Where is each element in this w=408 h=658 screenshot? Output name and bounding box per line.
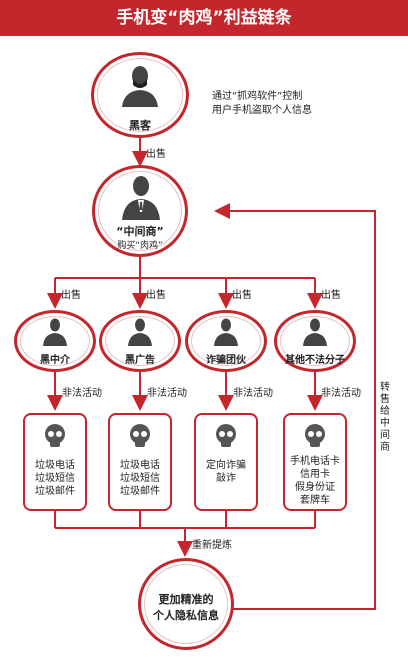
branch-label-4: 其他不法分子 (285, 355, 345, 366)
person-icon (214, 318, 238, 346)
person-icon (128, 318, 152, 346)
item-1-1: 垃圾电话 (35, 460, 75, 471)
item-4-2: 信用卡 (300, 469, 330, 480)
sell-label-3: 出售 (232, 290, 252, 301)
sell-label-top: 出售 (146, 149, 166, 160)
refine-label: 重新提炼 (192, 540, 232, 551)
middleman-sublabel: 购买“肉鸡” (117, 241, 163, 251)
arrow-resell-loop (214, 203, 376, 610)
person-icon (303, 318, 327, 346)
action-label-1: 非法活动 (62, 388, 102, 399)
hacker-label: 黑客 (129, 119, 151, 132)
sell-label-2: 出售 (146, 290, 166, 301)
middleman-label: “中间商” (116, 225, 164, 238)
result-line1: 更加精准的 (158, 593, 214, 606)
middleman-person-icon (122, 176, 160, 220)
result-line2: 个人隐私信息 (153, 609, 219, 622)
activity-box-4: 手机电话卡 信用卡 假身份证 套牌车 (283, 413, 347, 511)
hacker-note-line1: 通过“抓鸡软件”控制 (212, 91, 303, 102)
item-2-3: 垃圾邮件 (120, 486, 160, 497)
skull-icon (216, 424, 236, 447)
skull-icon (305, 424, 325, 447)
result-node: 更加精准的 个人隐私信息 (138, 558, 234, 650)
activity-box-2: 垃圾电话 垃圾短信 垃圾邮件 (108, 413, 172, 511)
activity-box-1: 垃圾电话 垃圾短信 垃圾邮件 (23, 413, 87, 511)
sell-label-1: 出售 (61, 290, 81, 301)
skull-icon (45, 424, 65, 447)
item-4-4: 套牌车 (300, 495, 330, 506)
branch-node-2: 黑广告 (99, 310, 181, 372)
item-4-1: 手机电话卡 (290, 456, 340, 467)
skull-icon (130, 424, 150, 447)
sell-label-4: 出售 (321, 290, 341, 301)
branch-label-2: 黑广告 (125, 355, 155, 366)
item-1-2: 垃圾短信 (35, 473, 75, 484)
action-label-4: 非法活动 (321, 388, 361, 399)
hacker-person-icon (122, 66, 158, 107)
branch-node-1: 黑中介 (14, 310, 96, 372)
branch-label-3: 诈骗团伙 (206, 355, 246, 366)
person-icon (43, 318, 67, 346)
action-label-3: 非法活动 (233, 388, 273, 399)
action-label-2: 非法活动 (147, 388, 187, 399)
item-1-3: 垃圾邮件 (35, 486, 75, 497)
item-4-3: 假身份证 (295, 482, 335, 493)
hacker-note-line2: 用户手机盗取个人信息 (212, 105, 312, 116)
middleman-node: “中间商” 购买“肉鸡” (92, 165, 188, 257)
branch-node-3: 诈骗团伙 (185, 310, 267, 372)
item-3-1: 定向诈骗 (206, 460, 246, 471)
item-2-2: 垃圾短信 (120, 473, 160, 484)
page-title: 手机变“肉鸡”利益链条 (0, 0, 408, 36)
item-3-2: 敲诈 (216, 473, 236, 484)
item-2-1: 垃圾电话 (120, 460, 160, 471)
hacker-node: 黑客 (91, 52, 189, 138)
resell-label: 转售给中间商 (380, 382, 390, 453)
branch-label-1: 黑中介 (40, 355, 70, 366)
branch-node-4: 其他不法分子 (274, 310, 356, 372)
activity-box-3: 定向诈骗 敲诈 (194, 413, 258, 511)
